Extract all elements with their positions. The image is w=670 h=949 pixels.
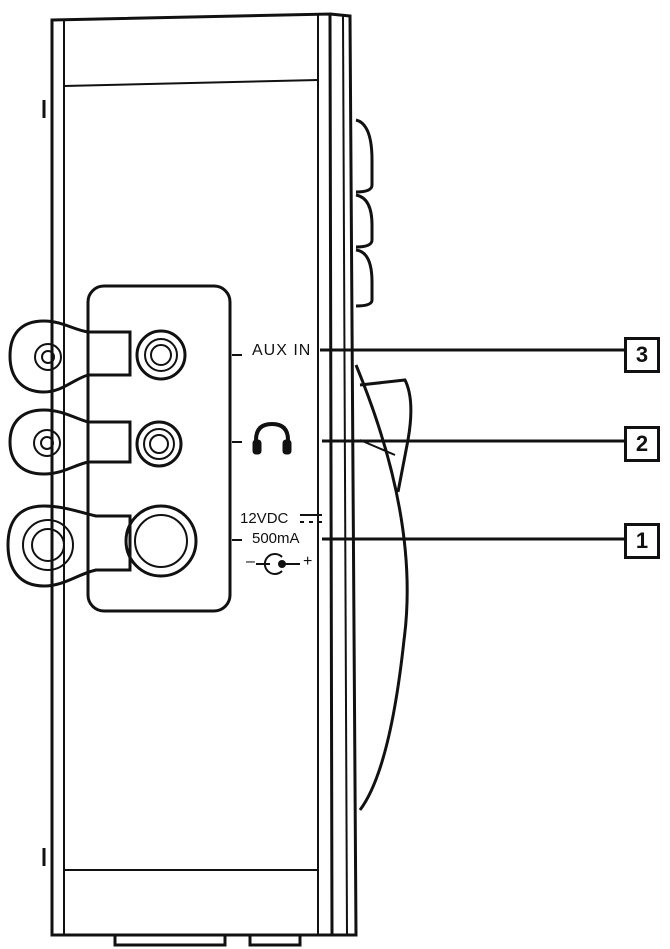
foot-right (248, 935, 302, 947)
dc-current-symbol (300, 514, 322, 523)
side-button-3 (355, 248, 374, 308)
polarity-positive-label: + (303, 553, 313, 570)
jack-panel (86, 284, 232, 613)
aux-in-label: AUX IN (249, 342, 315, 360)
headphone-plug (8, 408, 132, 476)
aux-plug (8, 319, 132, 394)
callout-2: 2 (624, 426, 660, 462)
dc-plug (6, 504, 132, 588)
cabinet-body (50, 12, 334, 937)
foot-left (113, 935, 227, 947)
rear-bulge (354, 364, 409, 811)
front-panel-edge (329, 12, 358, 937)
side-button-1 (355, 118, 374, 194)
dc-current-label: 500mA (250, 530, 302, 547)
headphone-jack (135, 420, 183, 468)
dc-voltage-label: 12VDC (238, 510, 291, 527)
aux-in-jack (135, 329, 187, 381)
headphones-icon (252, 421, 292, 455)
center-positive-polarity-icon (256, 553, 300, 575)
dc-in-jack (124, 504, 198, 578)
callout-1: 1 (624, 523, 660, 559)
polarity-negative-label: – (246, 553, 255, 570)
side-button-2 (355, 193, 374, 249)
callout-3: 3 (624, 337, 660, 373)
